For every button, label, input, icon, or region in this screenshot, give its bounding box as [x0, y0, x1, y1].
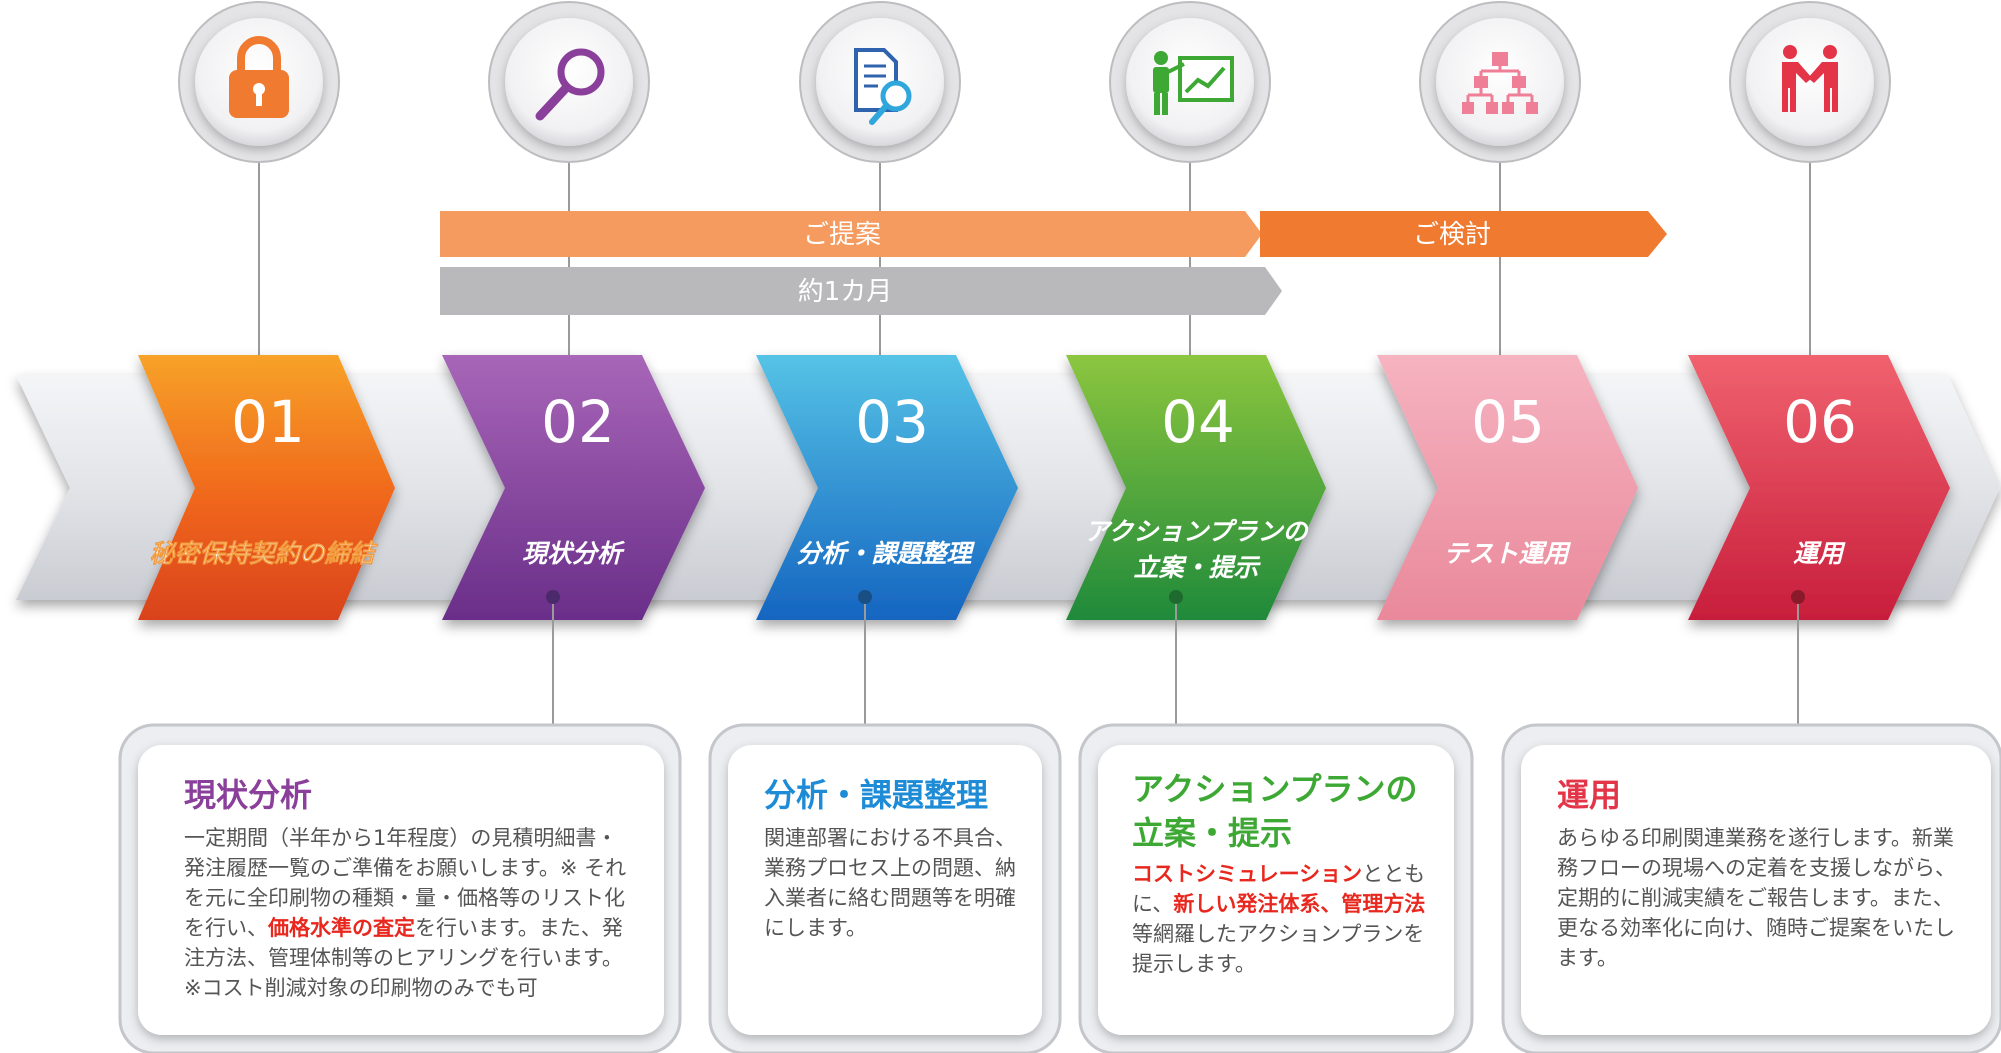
bottom-connectors — [546, 590, 1805, 738]
icon-circles — [178, 1, 1891, 163]
step-chevrons — [138, 355, 1950, 620]
step-chevron-03 — [756, 355, 1018, 620]
card-operation-text: あらゆる印刷関連業務を遂行します。新業務フローの現場への定着を支援しながら、定期… — [1557, 826, 1956, 970]
card-plan-highlight1: コストシミュレーション — [1132, 862, 1363, 886]
card-analysis-text2: を行います。また、発注方法、管理体制等のヒアリングを行います。 — [184, 916, 623, 970]
proposal-bar — [440, 211, 1262, 257]
step-chevron-02 — [442, 355, 705, 620]
step-number-05: 05 — [1471, 388, 1545, 456]
step-chevron-01 — [138, 355, 395, 620]
handshake-icon — [1782, 45, 1838, 112]
card-plan-text2: 等網羅したアクションプランを提示します。 — [1132, 922, 1425, 976]
step-chevron-06 — [1688, 355, 1950, 620]
card-frames — [118, 723, 2001, 1053]
step-chevron-04 — [1066, 355, 1326, 620]
card-plan-highlight2: 新しい発注体系、管理方法 — [1173, 892, 1426, 916]
proposal-label: ご提案 — [803, 220, 881, 250]
step-label-04-line2: 立案・提示 — [1133, 553, 1261, 582]
org-chart-icon — [1462, 52, 1538, 114]
document-search-icon — [854, 48, 912, 125]
review-label: ご検討 — [1413, 220, 1491, 250]
duration-label: 約1カ月 — [798, 277, 893, 307]
card-issues-text: 関連部署における不具合、業務プロセス上の問題、納入業者に絡む問題等を明確にします… — [764, 826, 1016, 940]
step-number-01: 01 — [231, 388, 305, 456]
lock-icon — [229, 36, 289, 118]
step-number-02: 02 — [541, 388, 615, 456]
icon-circle-06 — [1729, 1, 1891, 163]
card-analysis-text1: 一定期間（半年から1年程度）の見積明細書・発注履歴一覧のご準備をお願いします。※… — [184, 826, 627, 940]
step-numbers: 01 02 03 04 05 06 — [231, 388, 1857, 456]
card-plan-title-line1: アクションプランの — [1132, 770, 1418, 808]
card-operation: 運用 あらゆる印刷関連業務を遂行します。新業務フローの現場への定着を支援しながら… — [1521, 745, 1991, 1035]
card-issues-title: 分析・課題整理 — [764, 776, 989, 814]
step-label-06: 運用 — [1793, 539, 1846, 568]
phase-bars: ご提案 ご検討 約1カ月 — [440, 211, 1667, 315]
step-label-01: 秘密保持契約の締結 — [149, 539, 378, 568]
duration-bar — [440, 267, 1282, 315]
card-plan-text: コストシミュレーションとともに、新しい発注体系、管理方法等網羅したアクションプラ… — [1132, 859, 1434, 979]
card-issues: 分析・課題整理 関連部署における不具合、業務プロセス上の問題、納入業者に絡む問題… — [728, 745, 1042, 1035]
card-analysis: 現状分析 一定期間（半年から1年程度）の見積明細書・発注履歴一覧のご準備をお願い… — [138, 745, 664, 1035]
card-analysis-note: ※コスト削減対象の印刷物のみでも可 — [184, 976, 538, 1000]
card-plan: アクションプランの立案・提示 コストシミュレーションとともに、新しい発注体系、管… — [1098, 745, 1454, 1035]
presentation-icon — [1153, 51, 1234, 115]
card-plan-title-line2: 立案・提示 — [1132, 814, 1293, 852]
icon-circle-05 — [1419, 1, 1581, 163]
card-analysis-text: 一定期間（半年から1年程度）の見積明細書・発注履歴一覧のご準備をお願いします。※… — [184, 823, 634, 973]
step-number-03: 03 — [855, 388, 929, 456]
step-number-04: 04 — [1161, 388, 1235, 456]
step-label-02: 現状分析 — [522, 539, 626, 568]
card-analysis-title: 現状分析 — [184, 776, 313, 814]
card-plan-title: アクションプランの立案・提示 — [1132, 767, 1434, 855]
step-labels: 秘密保持契約の締結 現状分析 分析・課題整理 アクションプランの 立案・提示 テ… — [149, 517, 1846, 582]
icon-circle-02 — [488, 1, 650, 163]
card-analysis-highlight: 価格水準の査定 — [268, 916, 415, 940]
card-plan-text1: とともに、 — [1132, 862, 1426, 916]
review-bar — [1260, 211, 1667, 257]
step-number-06: 06 — [1783, 388, 1857, 456]
card-operation-title: 運用 — [1557, 776, 1622, 814]
step-label-05: テスト運用 — [1443, 539, 1571, 568]
step-chevron-05 — [1377, 355, 1638, 620]
magnifier-icon — [535, 48, 605, 121]
step-label-04-line1: アクションプランの — [1084, 517, 1309, 546]
step-label-03: 分析・課題整理 — [796, 539, 975, 568]
